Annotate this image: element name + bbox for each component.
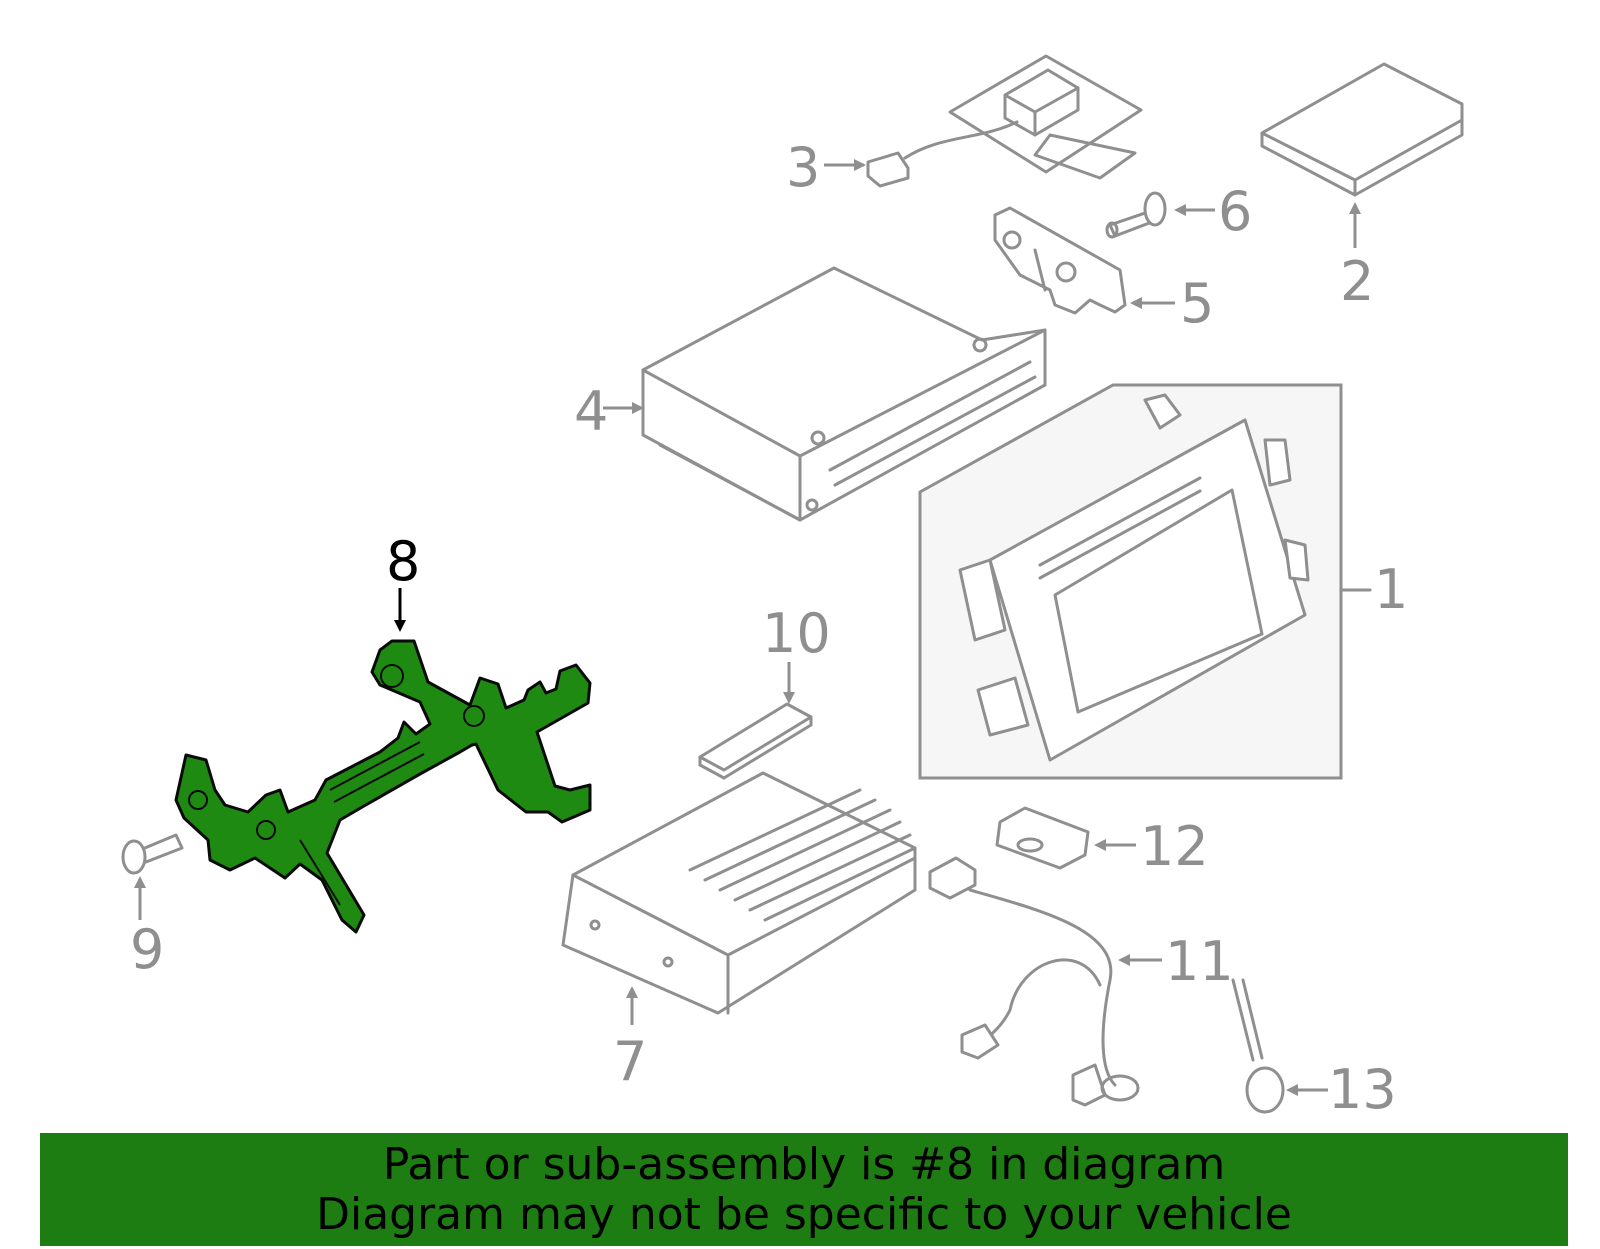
part-8-bracket-highlighted[interactable]: [174, 639, 592, 934]
callout-10: 10: [762, 602, 831, 665]
part-1-inset[interactable]: [918, 383, 1372, 780]
callout-9: 9: [130, 918, 164, 981]
part-10-pad[interactable]: [698, 702, 813, 780]
callout-11: 11: [1165, 930, 1234, 993]
callout-7: 7: [613, 1030, 647, 1093]
part-7-amplifier[interactable]: [561, 771, 917, 1015]
part-4-media-unit[interactable]: [641, 266, 1047, 522]
callout-3: 3: [786, 136, 820, 199]
callout-1: 1: [1374, 558, 1408, 621]
part-12-clip[interactable]: [995, 806, 1090, 870]
callout-6: 6: [1218, 180, 1252, 243]
part-9-bolt[interactable]: [121, 833, 184, 875]
callout-5: 5: [1180, 272, 1214, 335]
callout-4: 4: [574, 380, 608, 443]
part-3-antenna[interactable]: [866, 54, 1143, 188]
callout-labels: 1 2 3 4 5 6 7 8 9 10 11 12 13: [130, 136, 1408, 1121]
callout-12: 12: [1140, 815, 1209, 878]
part-5-bracket[interactable]: [993, 206, 1127, 315]
callout-8: 8: [386, 530, 420, 593]
banner-line-disclaimer: Diagram may not be specific to your vehi…: [316, 1188, 1292, 1240]
part-11-harness[interactable]: [928, 856, 1140, 1107]
callout-2: 2: [1340, 250, 1374, 313]
callout-13: 13: [1328, 1058, 1397, 1121]
banner-line-part: Part or sub-assembly is #8 in diagram: [382, 1138, 1226, 1190]
part-6-screw[interactable]: [1105, 191, 1167, 239]
info-banner: Part or sub-assembly is #8 in diagram Di…: [40, 1133, 1568, 1246]
part-2-module[interactable]: [1260, 62, 1464, 197]
leader-arrows: [134, 159, 1361, 1096]
part-13-ground-strap[interactable]: [1231, 978, 1285, 1114]
amplifier-fins: [688, 788, 917, 922]
